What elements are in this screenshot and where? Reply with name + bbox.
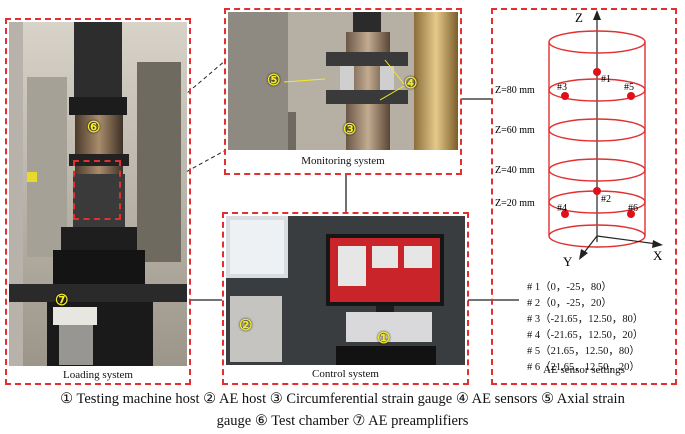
- monitoring-system-photo: [228, 12, 458, 150]
- marker-ae-sensors: ④: [404, 76, 418, 92]
- sensor-dot-5: [627, 92, 635, 100]
- control-system-caption: Control system: [312, 368, 379, 380]
- monitoring-system-panel: [224, 8, 462, 175]
- sensor-label-1: #1: [601, 74, 611, 85]
- level-label-80: Z=80 mm: [495, 85, 535, 96]
- sensor-dot-3: [561, 92, 569, 100]
- loading-machine-illustration: [9, 22, 187, 366]
- control-system-photo: [226, 216, 465, 365]
- ae-sensor-caption: AE sensor settings: [543, 364, 625, 376]
- loading-system-panel: [5, 18, 191, 385]
- marker-axial-strain-gauge: ⑤: [267, 73, 281, 89]
- sensor-coordinate-6: # 6（21.65，12.50，20）: [527, 362, 640, 373]
- monitoring-illustration: [228, 12, 458, 150]
- axis-x-label: X: [653, 248, 663, 263]
- sensor-label-6: #6: [628, 203, 638, 214]
- control-illustration: [226, 216, 465, 365]
- marker-ae-preamplifiers: ⑦: [55, 293, 69, 309]
- legend-line-2: gauge ⑥ Test chamber ⑦ AE preamplifiers: [216, 413, 469, 429]
- marker-ae-host: ②: [239, 318, 253, 334]
- axis-y-label: Y: [563, 254, 573, 268]
- level-label-40: Z=40 mm: [495, 165, 535, 176]
- sample-zoom-box: [73, 160, 121, 220]
- level-label-60: Z=60 mm: [495, 125, 535, 136]
- sensor-coordinate-1: # 1（0，-25，80）: [527, 282, 612, 293]
- sensor-coordinate-2: # 2（0，-25，20）: [527, 298, 612, 309]
- sensor-label-5: #5: [624, 82, 634, 93]
- ae-sensor-panel: [491, 8, 677, 385]
- loading-system-caption: Loading system: [63, 369, 133, 381]
- sensor-dot-6: [627, 210, 635, 218]
- loading-system-photo: [9, 22, 187, 366]
- sensor-dot-1: [593, 68, 601, 76]
- marker-testing-machine-host: ①: [377, 331, 391, 347]
- sensor-dot-2: [593, 187, 601, 195]
- sensor-label-4: #4: [557, 203, 567, 214]
- ae-sensor-diagram: Z X Y Z=80 mm Z=60 mm Z=40 mm Z=20 mm #1…: [495, 10, 663, 268]
- legend-line-1: ① Testing machine host ② AE host ③ Circu…: [60, 391, 625, 407]
- monitoring-system-caption: Monitoring system: [301, 155, 385, 167]
- sensor-coordinate-3: # 3（-21.65，12.50，80）: [527, 314, 644, 325]
- level-label-20: Z=20 mm: [495, 198, 535, 209]
- control-system-panel: [222, 212, 469, 385]
- marker-circumferential-strain-gauge: ③: [343, 122, 357, 138]
- sensor-label-2: #2: [601, 194, 611, 205]
- sensor-coordinate-4: # 4（-21.65，12.50，20）: [527, 330, 644, 341]
- marker-test-chamber: ⑥: [87, 120, 101, 136]
- sensor-coordinate-5: # 5（21.65，12.50，80）: [527, 346, 640, 357]
- axis-z-label: Z: [575, 10, 583, 25]
- sensor-label-3: #3: [557, 82, 567, 93]
- sensor-dot-4: [561, 210, 569, 218]
